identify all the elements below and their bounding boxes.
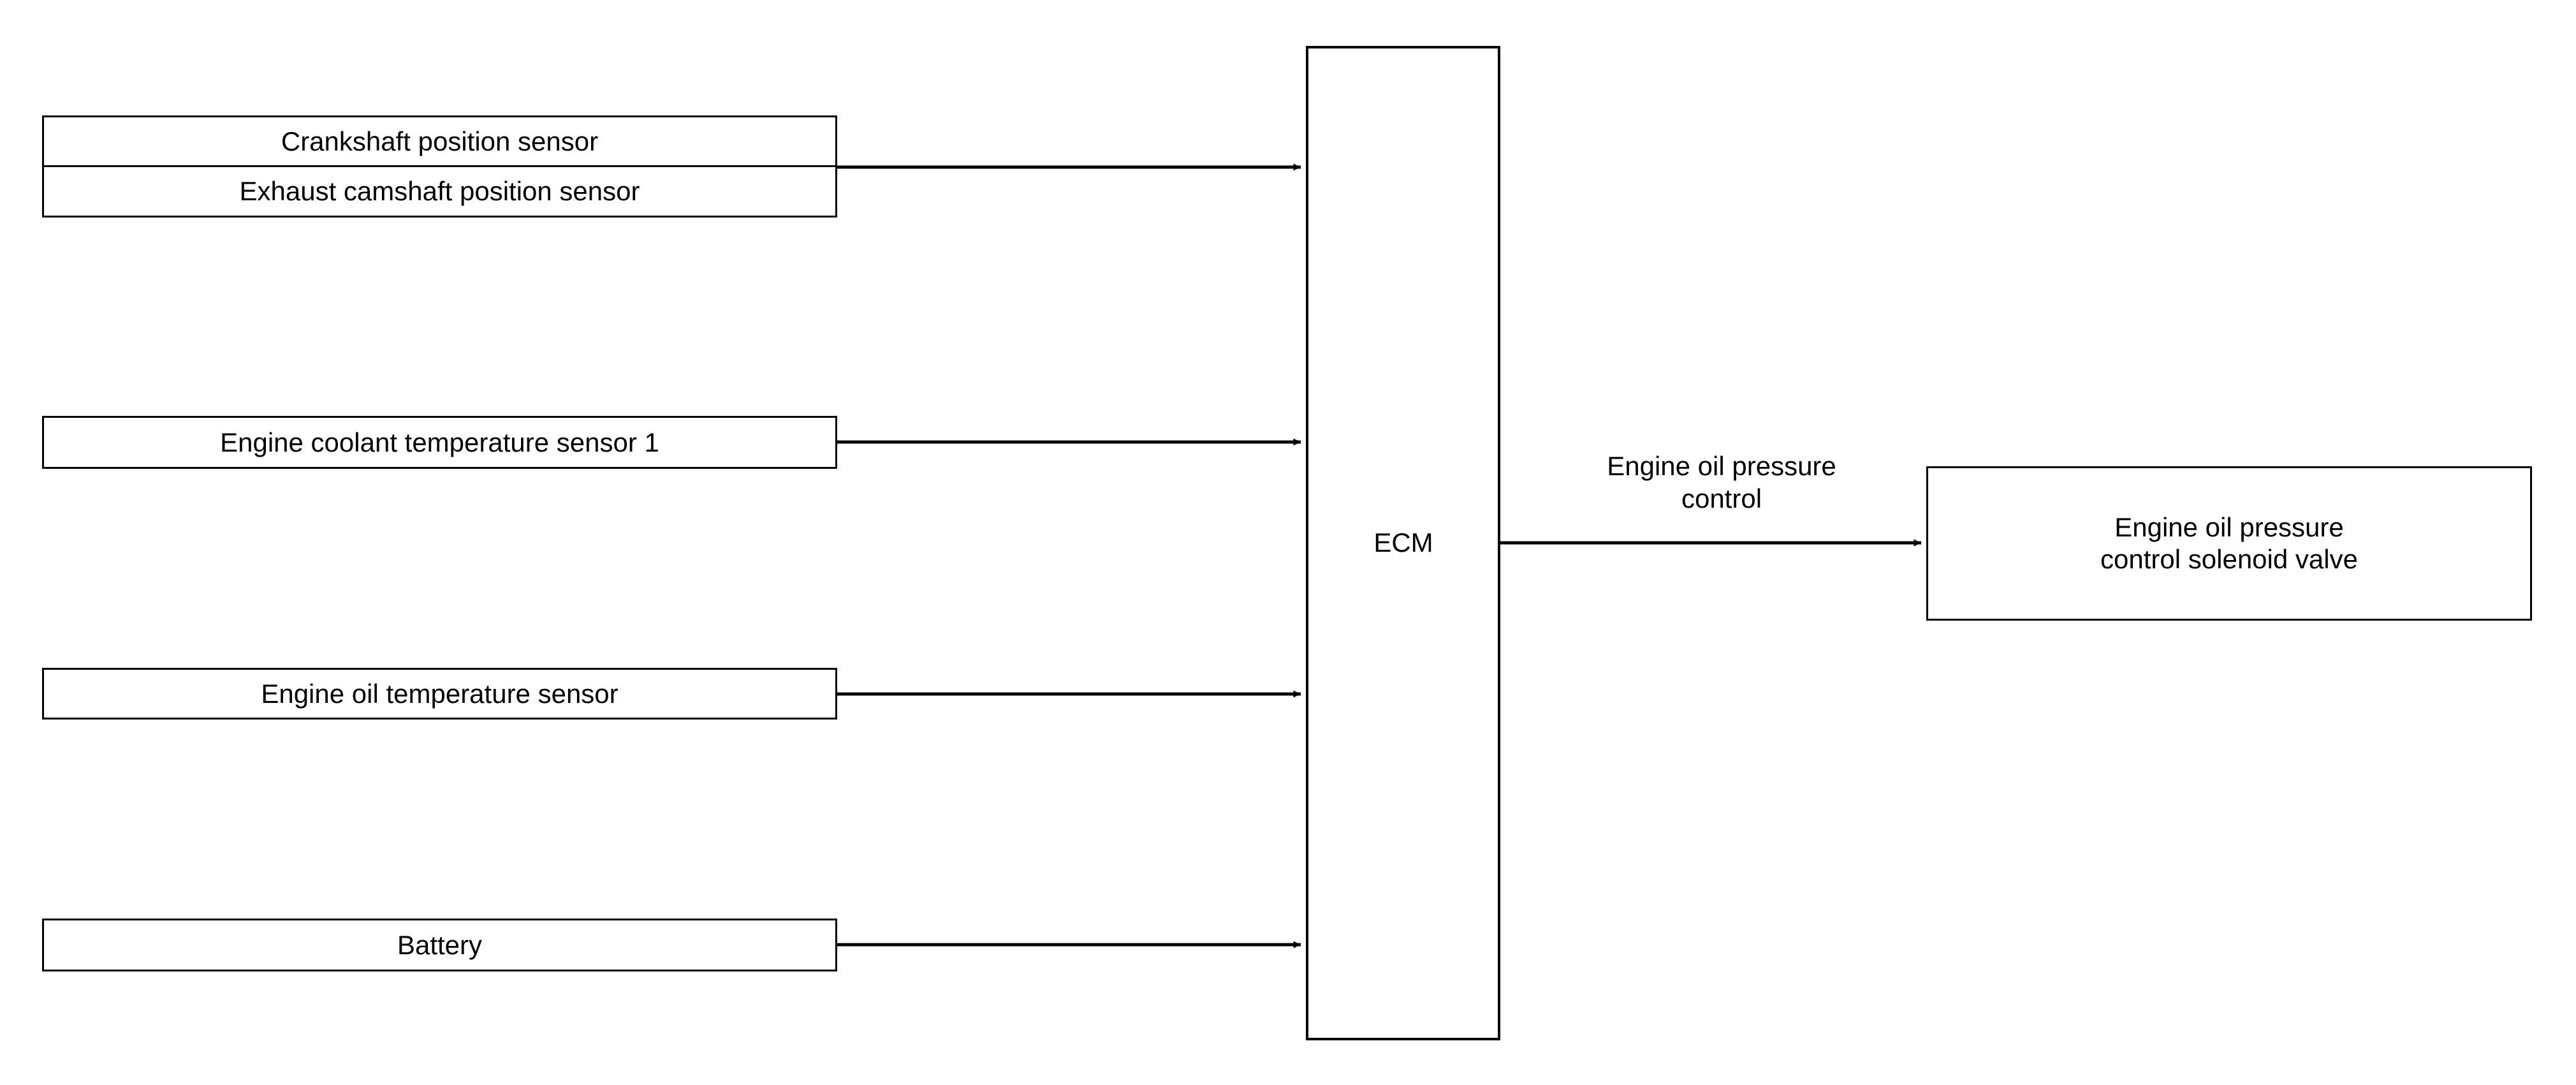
node-ecm-label: ECM	[1373, 528, 1433, 557]
node-engine-oil-temperature-sensor[interactable]: Engine oil temperature sensor	[42, 668, 837, 720]
node-label: Engine coolant temperature sensor 1	[220, 427, 659, 457]
node-engine-coolant-temperature-sensor-1[interactable]: Engine coolant temperature sensor 1	[42, 416, 837, 469]
node-label: Engine oil temperature sensor	[261, 678, 618, 709]
node-ecm[interactable]	[1306, 46, 1500, 1040]
node-crankshaft-position-sensor[interactable]: Crankshaft position sensor	[42, 115, 837, 167]
node-battery[interactable]: Battery	[42, 919, 837, 971]
node-label: Crankshaft position sensor	[281, 126, 599, 156]
node-exhaust-camshaft-position-sensor[interactable]: Exhaust camshaft position sensor	[42, 167, 837, 218]
node-engine-oil-pressure-control-solenoid-valve[interactable]: Engine oil pressure control solenoid val…	[1926, 466, 2532, 621]
node-label: Battery	[397, 929, 483, 960]
node-label: Exhaust camshaft position sensor	[239, 176, 640, 207]
edge-label-engine-oil-pressure-control: Engine oil pressure control	[1607, 450, 1836, 513]
node-label: Engine oil pressure control solenoid val…	[2100, 512, 2358, 574]
